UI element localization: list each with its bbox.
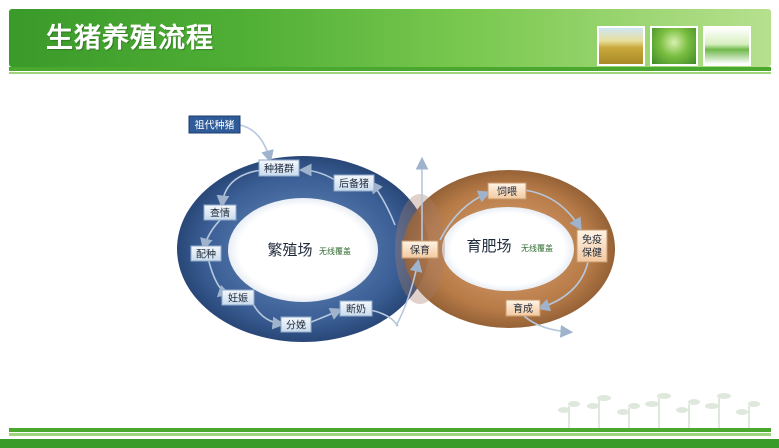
node-breeding-herd: 种猪群: [264, 162, 294, 175]
node-farrowing: 分娩: [286, 319, 306, 332]
node-weaning: 断奶: [346, 303, 366, 316]
footer-bar: [0, 439, 779, 448]
node-finishing: 育成: [513, 302, 533, 315]
source-label: 祖代种猪: [195, 119, 235, 132]
node-healthcare: 保健: [582, 246, 602, 259]
breeding-farm-note: 无线覆盖: [319, 246, 351, 256]
node-feeding: 饲喂: [497, 185, 517, 198]
node-gestation: 妊娠: [228, 292, 248, 305]
fattening-farm-note: 无线覆盖: [521, 243, 553, 253]
plant-decoration: [558, 393, 760, 428]
fattening-farm-label: 育肥场: [466, 237, 511, 255]
breeding-farm-label: 繁殖场: [267, 241, 312, 259]
node-estrus-check: 查情: [210, 207, 230, 220]
node-nursery: 保育: [410, 244, 430, 257]
footer-divider: [9, 428, 771, 432]
node-reserve-pigs: 后备猪: [339, 177, 369, 190]
node-mating: 配种: [196, 248, 216, 261]
footer-divider-light: [9, 433, 771, 436]
node-immunization: 免疫: [582, 233, 602, 246]
